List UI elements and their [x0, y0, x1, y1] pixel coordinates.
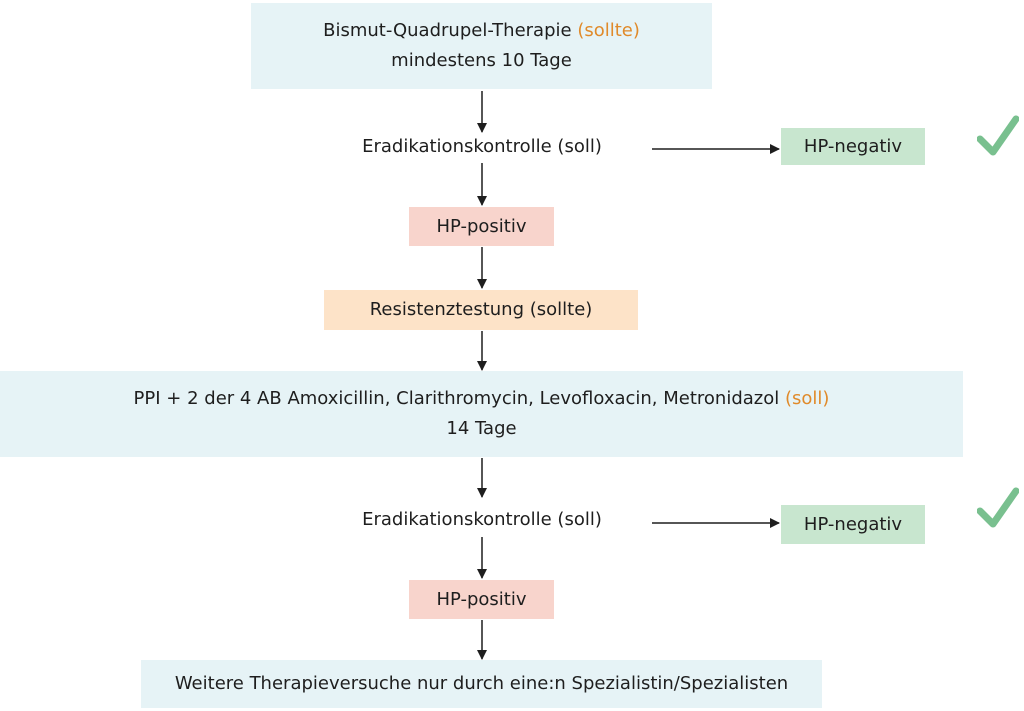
check-icon: [977, 487, 1019, 528]
therapy-step-ppi: PPI + 2 der 4 AB Amoxicillin, Clarithrom…: [0, 371, 963, 457]
eradication-control-2: Eradikationskontrolle (soll): [362, 509, 602, 530]
hp-negative-box-2: HP-negativ: [781, 505, 925, 544]
therapy-step-ppi-line1: PPI + 2 der 4 AB Amoxicillin, Clarithrom…: [134, 384, 830, 414]
therapy-duration: 14 Tage: [446, 418, 517, 439]
hp-positive-box-2: HP-positiv: [409, 580, 554, 619]
resistance-test-box: Resistenztestung (sollte): [324, 290, 638, 330]
hp-positive-label-1: HP-positiv: [436, 215, 527, 237]
check-icon: [977, 115, 1019, 156]
therapy-step-bismuth-line1: Bismut-Quadrupel-Therapie (sollte): [323, 16, 640, 46]
therapy-step-bismuth: Bismut-Quadrupel-Therapie (sollte) minde…: [251, 3, 712, 89]
hp-positive-label-2: HP-positiv: [436, 588, 527, 610]
specialist-referral-label: Weitere Therapieversuche nur durch eine:…: [174, 673, 789, 694]
eradication-control-1: Eradikationskontrolle (soll): [362, 136, 602, 157]
therapy-name: PPI + 2 der 4 AB Amoxicillin, Clarithrom…: [133, 388, 780, 409]
therapy-name: Bismut-Quadrupel-Therapie: [323, 20, 572, 41]
specialist-referral-box: Weitere Therapieversuche nur durch eine:…: [141, 660, 822, 708]
hp-negative-label-2: HP-negativ: [803, 513, 903, 535]
recommendation-grade: (soll): [785, 388, 830, 409]
hp-negative-box-1: HP-negativ: [781, 128, 925, 165]
therapy-duration: mindestens 10 Tage: [391, 50, 572, 71]
recommendation-grade: (sollte): [577, 20, 640, 41]
hp-negative-label-1: HP-negativ: [803, 135, 903, 157]
resistance-test-label: Resistenztestung (sollte): [369, 299, 593, 320]
hp-positive-box-1: HP-positiv: [409, 207, 554, 246]
